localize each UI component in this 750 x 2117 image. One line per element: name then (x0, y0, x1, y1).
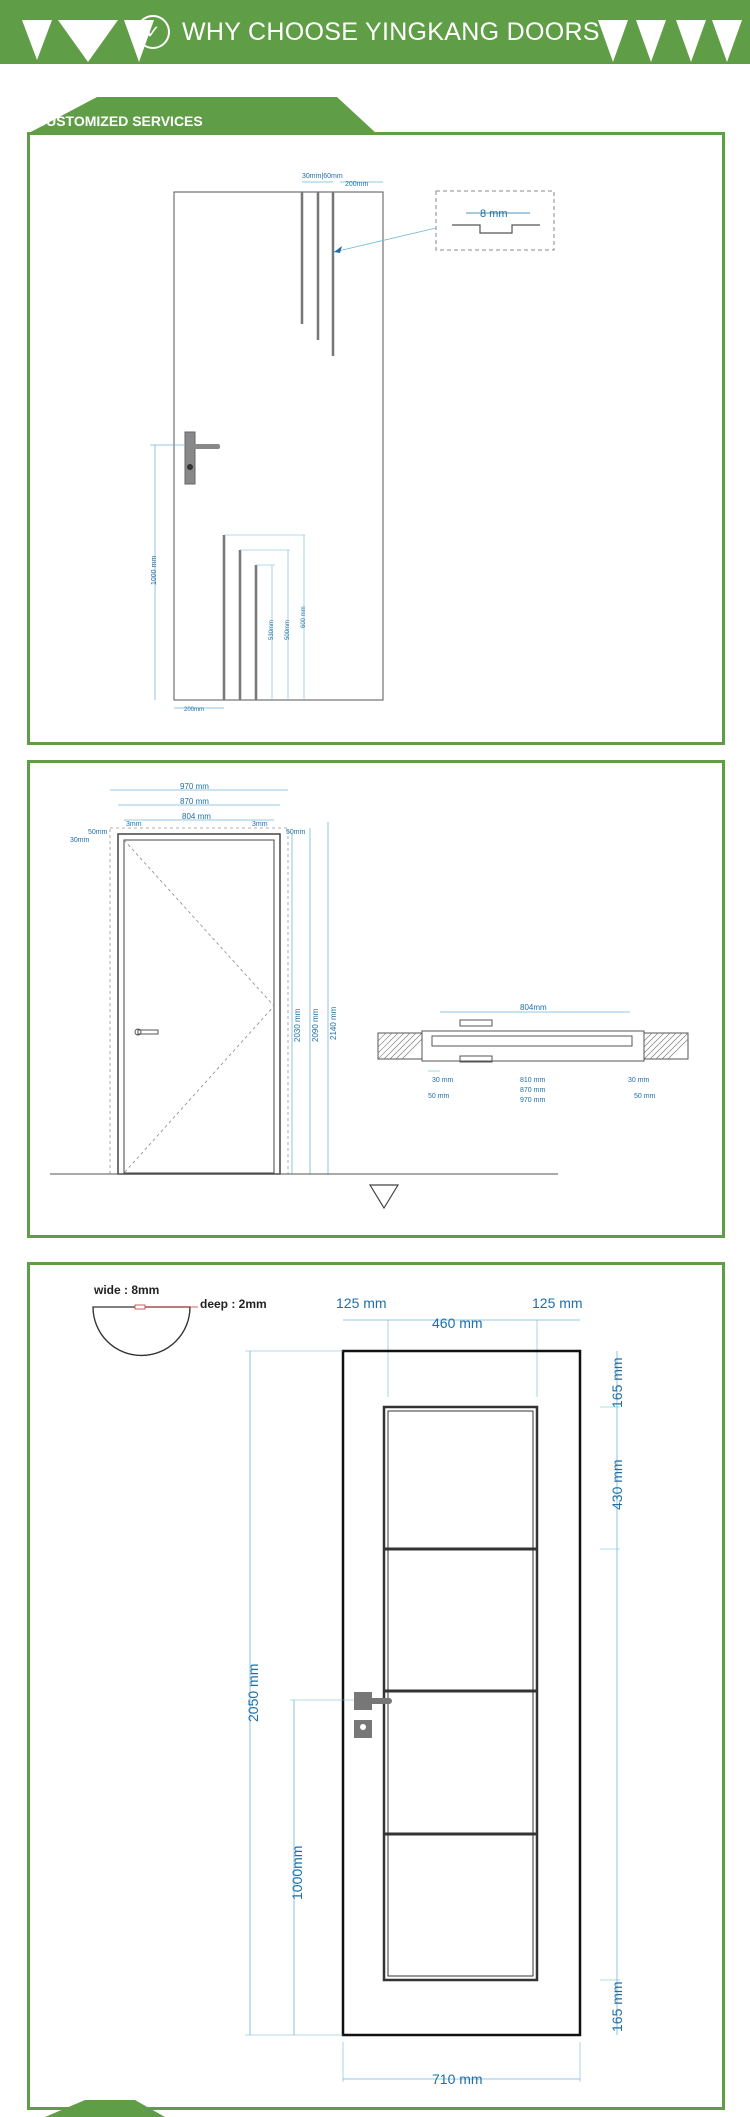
groove-detail-label: 8 mm (480, 208, 508, 220)
plan-804: 804mm (520, 1003, 547, 1012)
door-panel-detail (27, 1262, 725, 2110)
customized-services-panel (27, 132, 725, 745)
dim-height-2050: 2050 mm (245, 1664, 261, 1722)
dim-870: 870 mm (180, 797, 209, 806)
plan-50-left: 50 mm (428, 1093, 450, 1100)
plan-810: 810 mm (520, 1077, 545, 1084)
dim-panel-430: 430 mm (609, 1459, 625, 1510)
handle-height-label: 1000 mm (151, 556, 158, 585)
next-section-tab (45, 2100, 165, 2117)
dim-right-3: 3mm (252, 821, 268, 828)
dim-handle-1000: 1000mm (289, 1846, 305, 1900)
section-tab-label: CUSTOMIZED SERVICES (36, 113, 203, 129)
door-panel-drawing: wide : 8mm deep : 2mm 125 mm 460 mm 125 … (92, 1283, 625, 2087)
groove-500-label: 500mm (285, 620, 291, 640)
groove-530-label: 530mm (269, 620, 275, 640)
plan-50-right: 50 mm (634, 1093, 656, 1100)
groove-wide-label: wide : 8mm (93, 1283, 159, 1297)
dim-bottom-165: 165 mm (609, 1981, 625, 2032)
groove-deep-label: deep : 2mm (200, 1297, 267, 1311)
door-frame-drawing: 970 mm 870 mm 804 mm 3mm 3mm 50mm 30mm 5… (50, 782, 689, 1210)
dim-left-125: 125 mm (336, 1295, 387, 1311)
dim-left-3: 3mm (126, 821, 142, 828)
dim-2090: 2090 mm (311, 1008, 320, 1042)
dim-right-50: 50mm (286, 829, 306, 836)
dim-2140: 2140 mm (329, 1006, 338, 1040)
banner-title: WHY CHOOSE YINGKANG DOORS? (182, 17, 614, 46)
plan-870: 870 mm (520, 1087, 545, 1094)
dim-right-125: 125 mm (532, 1295, 583, 1311)
dim-width-710: 710 mm (432, 2071, 483, 2087)
dim-804: 804 mm (182, 812, 211, 821)
check-circle-icon: ✓ (136, 15, 171, 49)
dim-2030: 2030 mm (293, 1008, 302, 1042)
door-groove-drawing: 30mm|60mm 200mm 8 mm 1000 mm 530mm 500mm… (150, 173, 555, 713)
groove-600-label: 600 mm (301, 606, 307, 628)
dim-left-30: 30mm (70, 837, 90, 844)
dim-970: 970 mm (180, 782, 209, 791)
plan-970: 970 mm (520, 1097, 545, 1104)
plan-30-right: 30 mm (628, 1077, 650, 1084)
plan-30-left: 30 mm (432, 1077, 454, 1084)
section-tab-shape (27, 97, 377, 134)
groove-top-right-label: 200mm (345, 181, 369, 188)
bottom-offset-label: 200mm (184, 707, 204, 713)
dim-center-460: 460 mm (432, 1315, 483, 1331)
banner-title-row: ✓ WHY CHOOSE YINGKANG DOORS? (0, 0, 750, 64)
dim-left-50: 50mm (88, 829, 108, 836)
groove-top-label: 30mm|60mm (302, 173, 343, 180)
dim-top-165: 165 mm (609, 1357, 625, 1408)
